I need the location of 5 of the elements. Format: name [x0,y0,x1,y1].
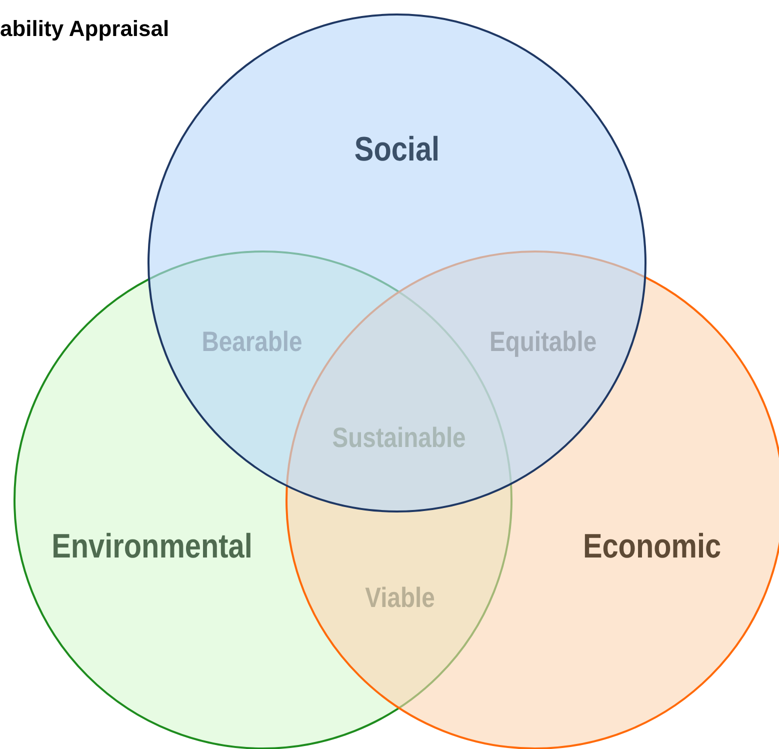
title: ability Appraisal [0,16,170,42]
circle-label: Social [354,130,440,170]
circle-label: Economic [582,528,722,566]
overlap-label: Viable [365,582,435,614]
circle-label: Environmental [52,528,252,566]
